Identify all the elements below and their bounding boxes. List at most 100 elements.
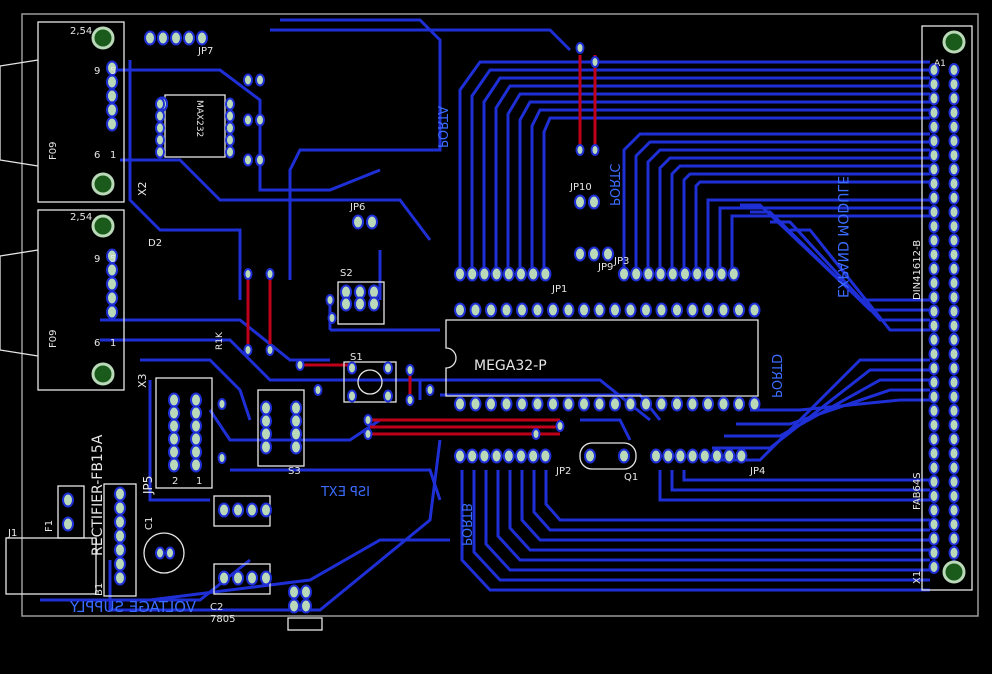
pad bbox=[170, 30, 182, 46]
pad bbox=[144, 30, 156, 46]
pad bbox=[106, 304, 118, 320]
pad bbox=[948, 446, 960, 461]
pad bbox=[531, 396, 544, 412]
pad bbox=[928, 77, 940, 92]
pad bbox=[593, 396, 606, 412]
pad bbox=[928, 517, 940, 532]
pad bbox=[225, 133, 235, 147]
pad bbox=[466, 448, 479, 464]
pad bbox=[948, 531, 960, 546]
pad bbox=[711, 448, 723, 464]
dsub-connector-top bbox=[37, 21, 125, 203]
pad bbox=[190, 444, 202, 460]
pad bbox=[928, 375, 940, 390]
pad bbox=[671, 302, 683, 318]
pad bbox=[168, 392, 180, 408]
pad bbox=[243, 113, 253, 127]
pad bbox=[574, 246, 586, 262]
pad bbox=[502, 266, 515, 282]
pad bbox=[217, 452, 227, 464]
pad bbox=[948, 119, 960, 134]
pad bbox=[928, 418, 940, 432]
pin6-bottom: 6 bbox=[94, 338, 100, 349]
pad bbox=[500, 302, 513, 318]
pad bbox=[602, 246, 614, 262]
pad bbox=[114, 514, 126, 530]
pad bbox=[948, 418, 960, 432]
pad bbox=[547, 396, 559, 412]
pad bbox=[654, 266, 667, 282]
pad bbox=[313, 384, 323, 396]
pad bbox=[363, 428, 373, 440]
pad bbox=[928, 460, 940, 475]
din-label: DIN41612-B bbox=[912, 240, 923, 300]
pad bbox=[255, 113, 265, 127]
pad bbox=[288, 598, 300, 614]
pad bbox=[232, 502, 244, 518]
pad bbox=[748, 302, 761, 318]
pad bbox=[290, 439, 302, 455]
pad bbox=[928, 474, 940, 489]
pad bbox=[260, 426, 272, 442]
jp6-label: JP6 bbox=[349, 202, 365, 213]
pad bbox=[106, 262, 118, 278]
pad bbox=[106, 116, 118, 132]
a1-label: A1 bbox=[934, 59, 946, 69]
pad bbox=[928, 304, 940, 319]
pad bbox=[196, 30, 208, 46]
c1-label: C1 bbox=[144, 517, 155, 530]
pad bbox=[218, 570, 230, 586]
pad bbox=[928, 205, 940, 219]
conn2-label: F09 bbox=[48, 330, 59, 348]
pad bbox=[405, 364, 415, 376]
pad bbox=[366, 214, 378, 230]
pad bbox=[290, 400, 302, 416]
pad bbox=[698, 448, 711, 464]
pad bbox=[425, 384, 435, 396]
pad bbox=[928, 489, 940, 503]
pad bbox=[686, 396, 699, 412]
pad bbox=[265, 344, 275, 356]
pad bbox=[168, 405, 180, 421]
pad bbox=[727, 266, 740, 282]
pin9-bottom: 9 bbox=[94, 254, 100, 265]
pad bbox=[106, 276, 118, 292]
pad bbox=[168, 431, 180, 447]
pad bbox=[165, 546, 175, 560]
pad bbox=[327, 312, 337, 324]
pad bbox=[686, 448, 699, 464]
jp7-label: JP7 bbox=[197, 46, 213, 57]
pad bbox=[618, 266, 630, 282]
pads bbox=[62, 30, 960, 614]
pad bbox=[575, 42, 585, 54]
q1-label: Q1 bbox=[624, 472, 638, 483]
pad bbox=[928, 261, 940, 276]
pad bbox=[155, 546, 165, 560]
pin5-top: 5 bbox=[110, 66, 116, 77]
pad bbox=[190, 392, 202, 408]
bottom-copper-traces bbox=[40, 18, 930, 612]
pad bbox=[928, 361, 940, 376]
pad bbox=[928, 162, 940, 177]
board-outline bbox=[21, 13, 979, 617]
pad bbox=[948, 233, 960, 248]
pad bbox=[928, 134, 940, 148]
pad bbox=[454, 396, 466, 412]
pad bbox=[928, 503, 940, 518]
pad bbox=[485, 396, 497, 412]
pad bbox=[527, 448, 540, 464]
pad bbox=[948, 63, 960, 77]
pad bbox=[948, 205, 960, 219]
pad bbox=[114, 542, 126, 558]
pad bbox=[928, 332, 940, 347]
pad bbox=[155, 133, 165, 147]
portc-label: PORTC bbox=[606, 164, 621, 206]
pitch-label-mid: 2,54 bbox=[70, 212, 92, 223]
jp4-label: JP4 bbox=[749, 466, 765, 477]
pad bbox=[928, 531, 940, 546]
pad bbox=[539, 448, 552, 464]
pad bbox=[225, 109, 235, 123]
max232-label: MAX232 bbox=[194, 100, 204, 137]
pad bbox=[547, 302, 559, 318]
pad bbox=[155, 121, 165, 135]
